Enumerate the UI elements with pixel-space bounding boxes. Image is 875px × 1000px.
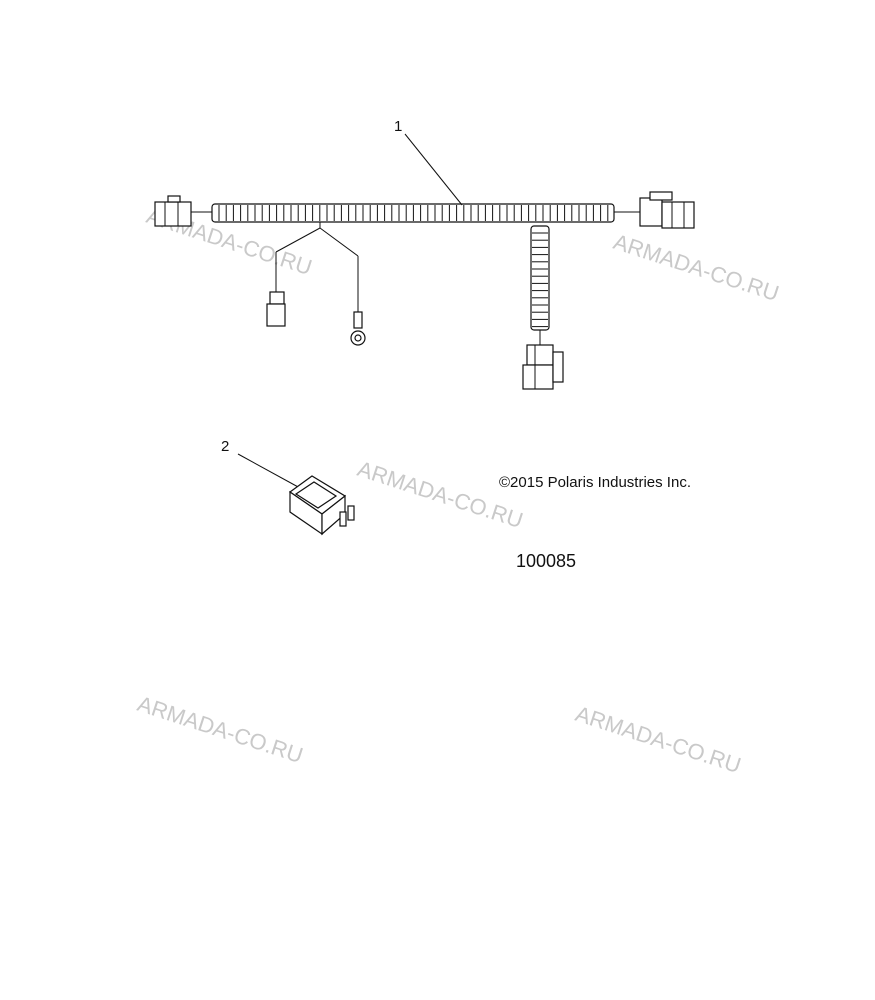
callout-1-leader (404, 133, 463, 206)
harness-loom (211, 203, 615, 223)
rocker-switch: 2 (221, 438, 355, 536)
watermark-5: ARMADA-CO.RU (572, 701, 744, 778)
wiring-harness: 1 (154, 118, 695, 390)
spade-terminal-icon (266, 291, 286, 327)
figure-number: 100085 (516, 551, 576, 571)
left-connector-icon (154, 195, 192, 227)
callout-2-leader (237, 453, 301, 489)
harness-vertical-loom (530, 225, 550, 345)
watermark-2: ARMADA-CO.RU (610, 229, 782, 306)
harness-branch-wires (275, 222, 359, 312)
watermark-4: ARMADA-CO.RU (134, 691, 306, 768)
callout-2-label: 2 (221, 438, 229, 455)
bottom-connector-icon (522, 344, 564, 390)
ring-terminal-icon (350, 311, 366, 346)
copyright-notice: ©2015 Polaris Industries Inc. (499, 474, 691, 491)
rocker-switch-icon (288, 475, 355, 536)
watermark-3: ARMADA-CO.RU (354, 456, 526, 533)
right-connector-icon (639, 191, 695, 229)
callout-1-label: 1 (394, 118, 402, 135)
